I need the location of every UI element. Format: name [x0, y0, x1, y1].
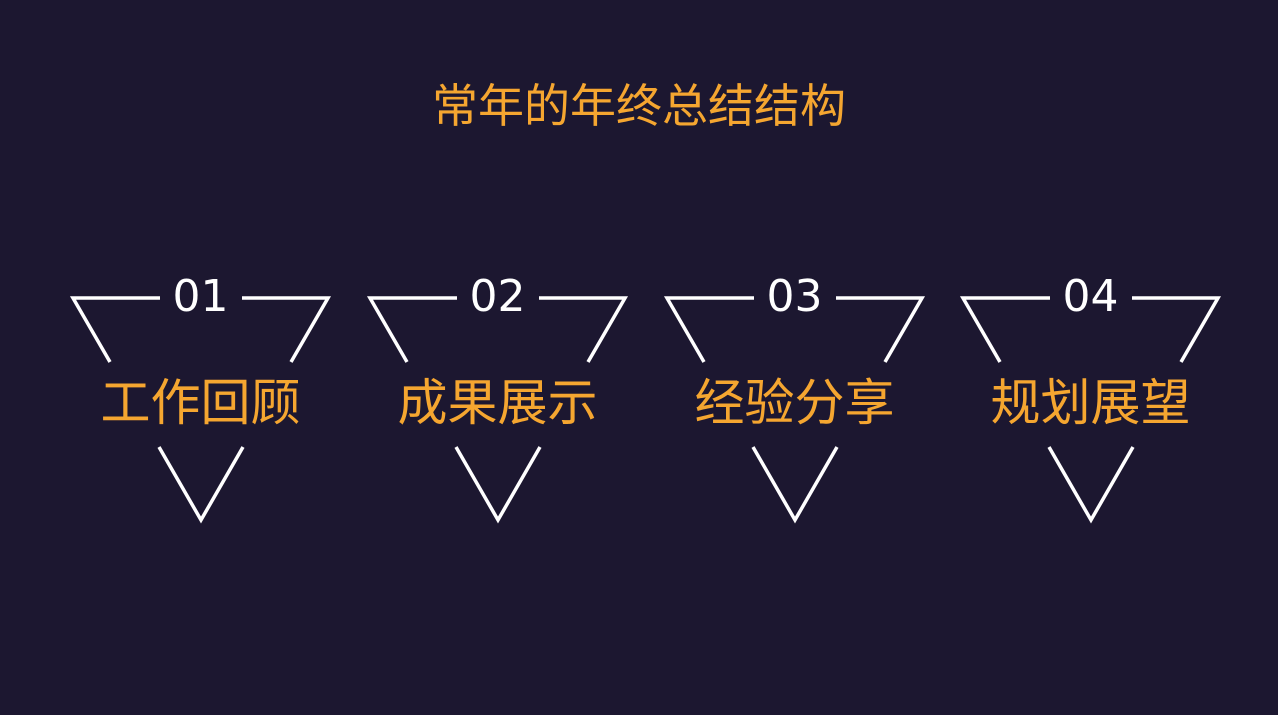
step-02: 02 成果展示 — [366, 271, 629, 524]
triangle-top-right-corner — [1132, 296, 1222, 363]
step-number: 03 — [766, 271, 823, 322]
triangle-bottom-apex — [1047, 446, 1135, 524]
triangle-top-right-corner — [539, 296, 629, 363]
triangle-bottom-apex — [751, 446, 839, 524]
triangle-bottom-apex — [157, 446, 245, 524]
step-01: 01 工作回顾 — [69, 271, 332, 524]
slide-title: 常年的年终总结结构 — [432, 79, 846, 133]
triangle-top-left-corner — [959, 296, 1050, 363]
step-number: 04 — [1062, 271, 1119, 322]
inverted-triangle-outline — [69, 296, 332, 524]
triangle-top-left-corner — [366, 296, 457, 363]
inverted-triangle-outline — [366, 296, 629, 524]
step-03: 03 经验分享 — [663, 271, 926, 524]
step-label: 工作回顾 — [100, 374, 301, 432]
triangle-top-right-corner — [836, 296, 926, 363]
inverted-triangle-outline — [959, 296, 1222, 524]
step-04: 04 规划展望 — [959, 271, 1222, 524]
step-number: 02 — [469, 271, 526, 322]
triangle-top-left-corner — [69, 296, 160, 363]
triangle-top-right-corner — [242, 296, 332, 363]
step-label: 经验分享 — [694, 374, 895, 432]
step-label: 规划展望 — [990, 374, 1191, 432]
triangle-bottom-apex — [454, 446, 542, 524]
step-number: 01 — [172, 271, 229, 322]
step-label: 成果展示 — [397, 374, 598, 432]
inverted-triangle-outline — [663, 296, 926, 524]
triangle-top-left-corner — [663, 296, 754, 363]
